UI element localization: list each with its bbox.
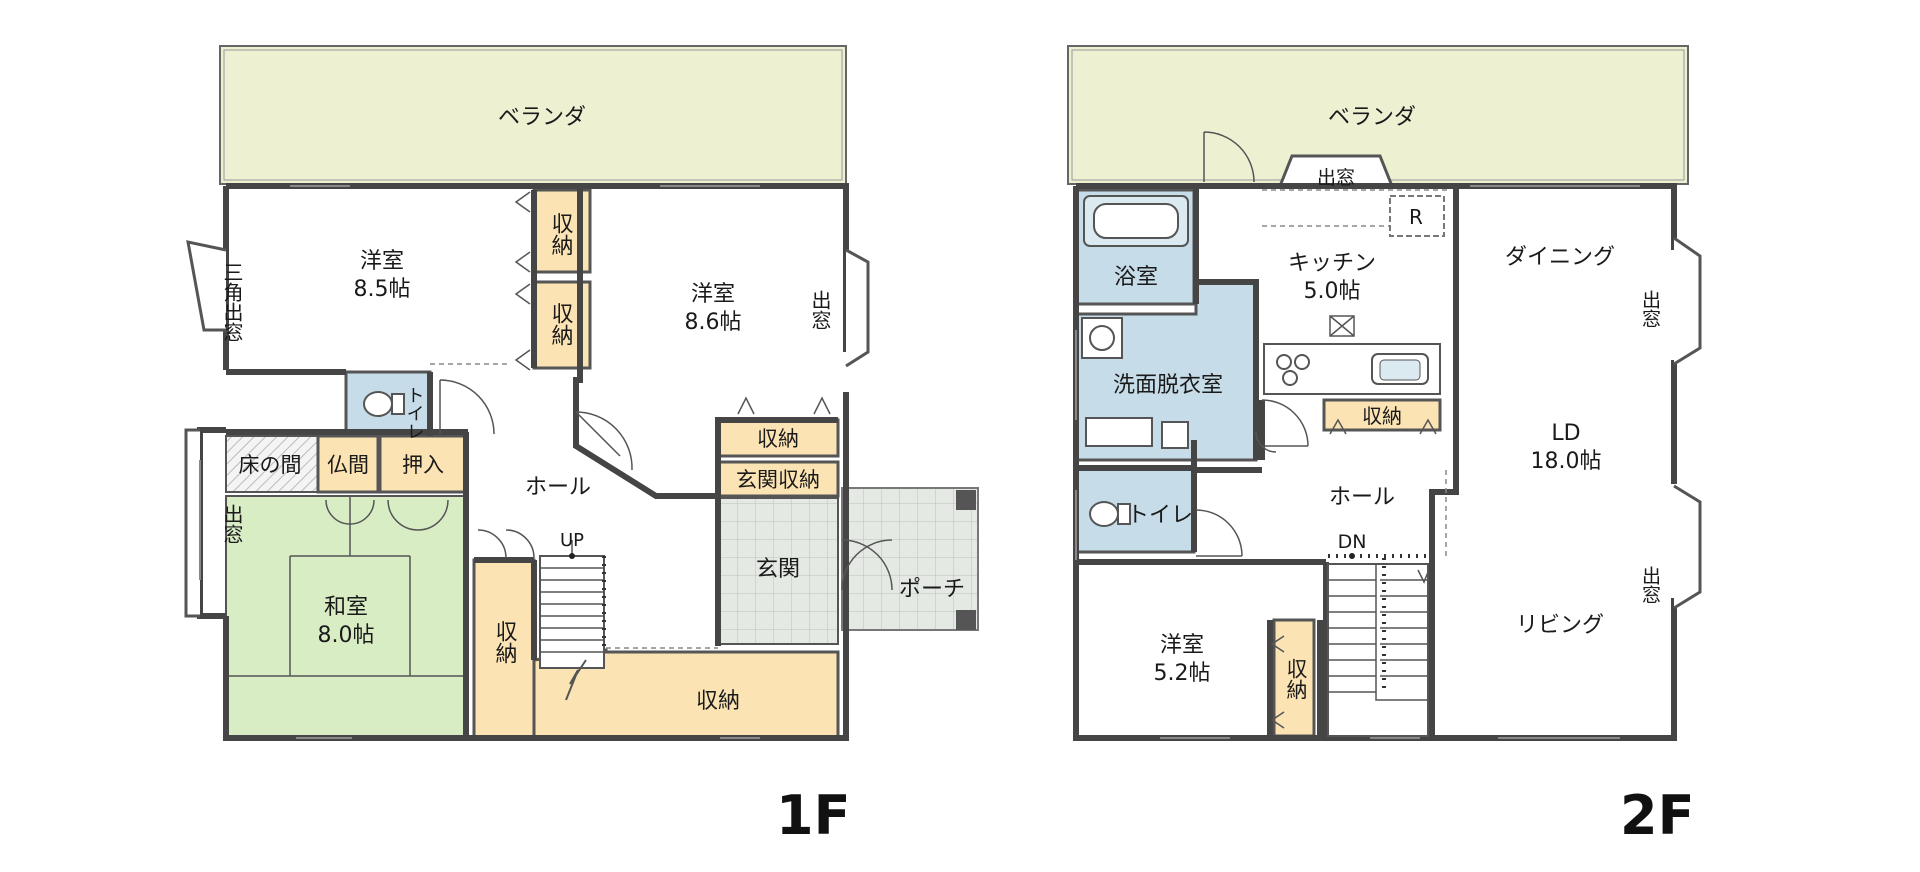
floor1-storage-3-area (472, 558, 536, 740)
floor2-western-room-size: 5.2帖 (1154, 661, 1211, 686)
floor2-plan: ベランダ 出窓 R 浴室 キッチン 5.0帖 ダイニング 出窓 出窓 洗面脱衣室… (1067, 45, 1702, 847)
floor2-living-label: リビング (1516, 613, 1604, 638)
floor1-japanese-room-size: 8.0帖 (318, 623, 375, 648)
floor2-kitchen-name: キッチン (1288, 251, 1376, 276)
floor2-dining-label: ダイニング (1505, 245, 1615, 270)
floor1-butsuma-label: 仏間 (327, 453, 369, 477)
floor2-ld-size: 18.0帖 (1531, 449, 1602, 474)
floor2-bay-window-east-2-label: 出窓 (1639, 566, 1661, 604)
floor2-veranda-label: ベランダ (1328, 105, 1416, 130)
floor1-storage-4-label: 収納 (696, 689, 740, 714)
floor1-porch-label: ポーチ (899, 577, 965, 602)
floor1-tokonoma-label: 床の間 (239, 453, 302, 477)
floor1-entrance-area (717, 497, 839, 645)
floor2-bay-window-top-label: 出窓 (1317, 167, 1355, 189)
floor2-storage-room-label: 収納 (1284, 658, 1308, 700)
floor2-storage-room-area (1272, 618, 1316, 738)
floor1-western-room-a-name: 洋室 (360, 249, 404, 274)
floor2-stair-down-label: DN (1338, 531, 1367, 553)
floor1-veranda-area (219, 45, 847, 185)
floor1-oshiire-label: 押入 (402, 453, 444, 477)
floor1-bay-window-east-label: 出窓 (808, 290, 832, 330)
floor2-western-room-name: 洋室 (1160, 633, 1204, 658)
floor2-hall-label: ホール (1329, 485, 1395, 510)
floor2-bath-label: 浴室 (1114, 265, 1158, 290)
floor1-storage-1-label: 収納 (548, 212, 574, 256)
floor1-storage-5-label: 収納 (757, 427, 799, 451)
floor1-western-room-b-size: 8.6帖 (685, 310, 742, 335)
floor2-ld-name: LD (1551, 421, 1580, 446)
floor1-hall-label: ホール (525, 475, 591, 500)
floor1-bay-window-triangle-label: 三角出窓 (220, 262, 244, 342)
floor2-refrigerator-mark: R (1409, 205, 1423, 229)
floor2-toilet-label: トイレ (1127, 503, 1193, 528)
floor1-western-room-a-size: 8.5帖 (354, 277, 411, 302)
floor1-oshiire-area (378, 434, 468, 494)
floor1-japanese-room-name: 和室 (324, 595, 368, 620)
floor1-storage-2-label: 収納 (548, 302, 574, 346)
floor1-tokonoma-area (225, 435, 319, 493)
floor2-bay-window-east-1-label: 出窓 (1639, 290, 1661, 328)
floor2-washroom-label: 洗面脱衣室 (1113, 373, 1223, 398)
floor1-stair-up-label: UP (560, 530, 584, 551)
floor1-title: 1F (776, 784, 850, 847)
floor1-entrance-label: 玄関 (756, 557, 800, 582)
floor1-plan: ベランダ 洋室 8.5帖 洋室 8.6帖 三角出窓 出窓 出窓 収納 収納 トイ… (184, 45, 979, 847)
floor1-japanese-room-area (225, 495, 467, 739)
floor1-toilet-label: トイレ (404, 386, 425, 440)
floor1-butsuma-area (316, 434, 380, 494)
floor1-bay-window-west-label: 出窓 (220, 504, 244, 544)
floor2-storage-hall-label: 収納 (1362, 404, 1402, 428)
floor2-kitchen-size: 5.0帖 (1304, 279, 1361, 304)
floor1-storage-3-label: 収納 (492, 620, 518, 664)
floor1-veranda-label: ベランダ (498, 105, 586, 130)
floor1-western-room-b-name: 洋室 (691, 282, 735, 307)
floor1-staircase (539, 540, 606, 701)
floor1-entrance-storage-label: 玄関収納 (736, 468, 820, 492)
floor2-staircase (1327, 553, 1429, 737)
floor1-porch-area (841, 487, 979, 631)
floor2-title: 2F (1620, 784, 1694, 847)
floor2-storage-hall-area (1322, 398, 1442, 432)
